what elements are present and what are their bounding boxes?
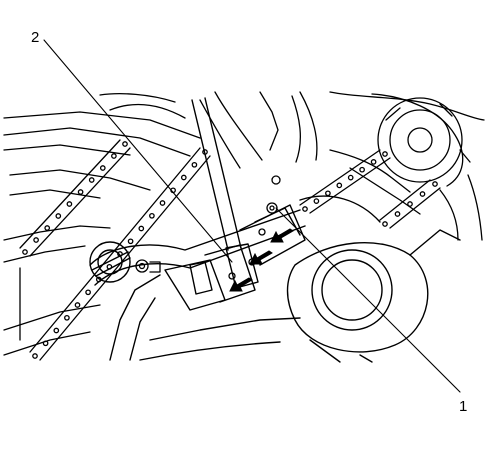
- chain-link: [191, 161, 198, 168]
- chain-link: [33, 237, 39, 243]
- callout-label-2: 2: [31, 29, 39, 46]
- arrow-icon: [229, 228, 294, 292]
- leader-line-1: [275, 207, 461, 393]
- chain-link: [407, 201, 413, 207]
- chain-link: [64, 314, 70, 321]
- chain-link: [432, 181, 438, 187]
- chain-link: [111, 153, 117, 159]
- chain-link: [302, 206, 308, 212]
- chain-link: [32, 353, 38, 359]
- chain-link: [347, 174, 354, 181]
- chain-link: [22, 249, 28, 255]
- chain-link: [138, 225, 145, 232]
- chain-link: [88, 177, 95, 183]
- chain-link: [85, 289, 91, 296]
- push-rod: [191, 97, 259, 289]
- chain-link: [42, 340, 49, 347]
- callout-label-1: 1: [459, 398, 467, 415]
- chain-link: [44, 225, 51, 231]
- chain-link: [419, 191, 426, 197]
- chain-link: [370, 159, 377, 165]
- chain-link: [53, 327, 60, 334]
- chain-link: [159, 200, 166, 206]
- chain-link: [325, 190, 331, 197]
- chain-link: [382, 221, 388, 227]
- chain-link: [394, 211, 401, 217]
- leader-line-2: [43, 39, 233, 263]
- leader-lines: [43, 39, 461, 393]
- chain-link: [127, 238, 134, 245]
- chain-link: [74, 302, 81, 308]
- illustration-background: [4, 92, 484, 362]
- chain-link: [66, 201, 73, 207]
- chain-link: [313, 198, 320, 204]
- chain-link: [122, 141, 128, 147]
- chain-link: [99, 165, 106, 171]
- pivot-housing: [286, 195, 461, 363]
- chain-link: [77, 189, 84, 195]
- chain-link: [180, 174, 187, 181]
- left-frame: [3, 111, 201, 356]
- chain-link: [382, 151, 388, 157]
- linkage-arm: [89, 204, 306, 361]
- chain-link: [149, 212, 155, 219]
- chain-link: [359, 166, 365, 173]
- chain-link: [336, 182, 343, 189]
- chain-link: [55, 213, 62, 219]
